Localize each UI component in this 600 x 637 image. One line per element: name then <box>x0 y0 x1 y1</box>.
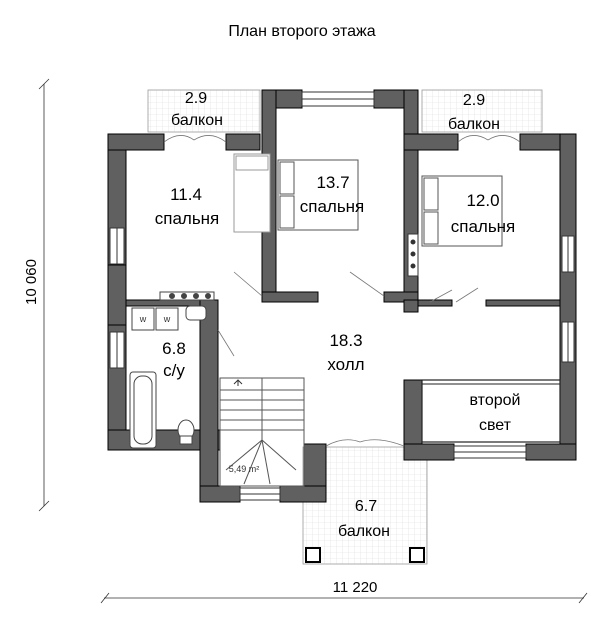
door-swings <box>217 271 479 357</box>
staircase <box>219 377 305 487</box>
balcony-right-area: 2.9 <box>463 92 485 109</box>
sink <box>185 305 207 321</box>
washer-b-label: w <box>163 314 171 324</box>
balcony-doors <box>163 135 521 447</box>
second-light-void <box>421 379 561 443</box>
hall-area: 18.3 <box>329 331 362 350</box>
plan-title: План второго этажа <box>228 23 375 40</box>
balcony-left-name: балкон <box>171 112 223 129</box>
bedroom-left-name: спальня <box>155 209 220 228</box>
bedroom-right-area: 12.0 <box>466 191 499 210</box>
bathroom-name: с/у <box>163 361 185 380</box>
dimension-width: 11 220 <box>333 579 378 596</box>
balcony-right-name: балкон <box>448 116 500 133</box>
stair-area-label: 5,49 m² <box>229 464 260 474</box>
balcony-left-floor <box>147 89 261 133</box>
bedroom-middle-name: спальня <box>300 197 365 216</box>
balcony-bottom-name: балкон <box>338 523 390 540</box>
bathroom-fixtures <box>129 291 215 449</box>
washer-b <box>155 307 179 331</box>
second-light-line2: свет <box>479 417 512 434</box>
wardrobe <box>407 233 419 277</box>
balcony-left-area: 2.9 <box>185 90 207 107</box>
balcony-right-floor <box>421 89 543 133</box>
beds <box>233 153 503 247</box>
room-labels: 2.9 балкон 2.9 балкон 11.4 спальня 13.7 … <box>155 90 521 540</box>
bedroom-right-name: спальня <box>451 217 516 236</box>
washer-a-label: w <box>139 314 147 324</box>
windows <box>109 91 575 501</box>
balcony-bottom-area: 6.7 <box>355 498 377 515</box>
dimension-height: 10 060 <box>23 259 40 305</box>
bedroom-middle-area: 13.7 <box>316 173 349 192</box>
walls <box>107 89 577 503</box>
washer-a <box>131 307 155 331</box>
bedroom-left-area: 11.4 <box>170 185 202 204</box>
bathroom-area: 6.8 <box>162 339 186 358</box>
balcony-posts <box>305 547 425 563</box>
second-light-line1: второй <box>470 392 521 409</box>
dimension-lines <box>38 78 588 604</box>
hall-name: холл <box>327 355 364 374</box>
